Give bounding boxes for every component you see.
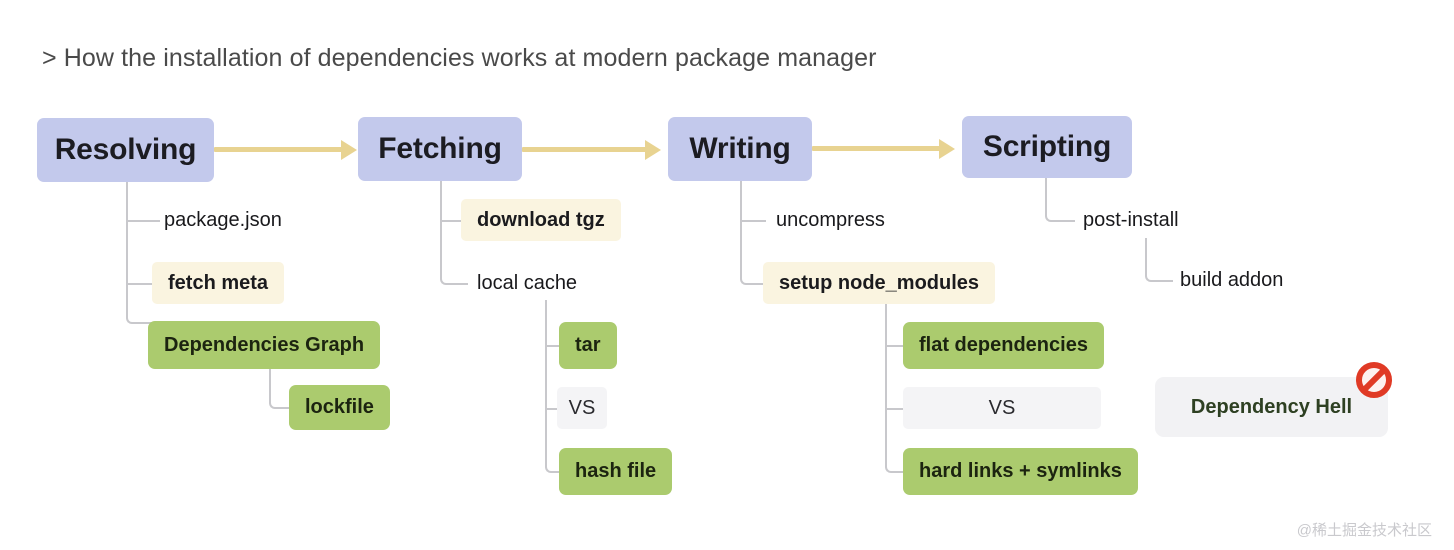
- connector-writing-trunk: [740, 181, 768, 285]
- node-hard-links-symlinks-label: hard links + symlinks: [919, 460, 1122, 482]
- connector-resolving-to-fetch-meta: [126, 283, 160, 285]
- connector-local-cache-trunk: [545, 300, 567, 473]
- connector-fetching-to-download-tgz: [440, 220, 466, 222]
- flow-arrow-resolving-to-fetching-shaft: [214, 147, 342, 152]
- flow-arrow-fetching-to-writing-head: [645, 140, 661, 160]
- connector-scripting-to-post-install: [1045, 178, 1075, 222]
- node-post-install-label: post-install: [1083, 208, 1179, 231]
- node-vs-fetching-label: VS: [568, 396, 596, 419]
- node-uncompress-label: uncompress: [776, 208, 885, 231]
- stage-box-resolving[interactable]: Resolving: [37, 118, 214, 182]
- stage-label-writing: Writing: [689, 132, 791, 165]
- connector-resolving-trunk: [126, 182, 162, 324]
- node-vs-writing-label: VS: [988, 396, 1016, 419]
- node-local-cache-label: local cache: [477, 271, 578, 294]
- node-hard-links-symlinks[interactable]: hard links + symlinks: [903, 448, 1138, 495]
- node-dependencies-graph-label: Dependencies Graph: [164, 333, 365, 356]
- page-title: > How the installation of dependencies w…: [42, 44, 877, 72]
- stage-box-writing[interactable]: Writing: [668, 117, 812, 181]
- node-hash-file[interactable]: hash file: [559, 448, 673, 495]
- stage-label-resolving: Resolving: [54, 133, 197, 166]
- node-dependency-hell[interactable]: Dependency Hell: [1155, 377, 1388, 437]
- connector-post-install-to-build-addon: [1145, 238, 1173, 282]
- node-download-tgz-label: download tgz: [477, 208, 605, 231]
- node-package-json[interactable]: package.json: [164, 205, 282, 235]
- connector-setup-to-flat-dependencies: [885, 345, 905, 347]
- node-dependency-hell-label: Dependency Hell: [1190, 395, 1353, 418]
- connector-dependencies-graph-to-lockfile: [269, 369, 293, 409]
- flow-arrow-writing-to-scripting-shaft: [812, 146, 940, 151]
- node-dependencies-graph[interactable]: Dependencies Graph: [148, 321, 381, 369]
- connector-resolving-to-package-json: [126, 220, 160, 222]
- flow-arrow-resolving-to-fetching-head: [341, 140, 357, 160]
- connector-local-cache-to-tar: [545, 345, 565, 347]
- watermark: @稀土掘金技术社区: [1296, 522, 1432, 539]
- connector-writing-to-uncompress: [740, 220, 766, 222]
- connector-local-cache-to-vs: [545, 408, 565, 410]
- node-post-install[interactable]: post-install: [1083, 205, 1179, 235]
- node-setup-node-modules-label: setup node_modules: [779, 271, 980, 294]
- node-build-addon[interactable]: build addon: [1180, 265, 1283, 295]
- node-lockfile[interactable]: lockfile: [289, 385, 390, 430]
- node-vs-writing[interactable]: VS: [903, 387, 1101, 429]
- node-local-cache[interactable]: local cache: [477, 268, 577, 298]
- stage-label-fetching: Fetching: [378, 132, 502, 165]
- node-tar[interactable]: tar: [559, 322, 617, 369]
- stage-label-scripting: Scripting: [982, 130, 1112, 163]
- stage-box-scripting[interactable]: Scripting: [962, 116, 1132, 178]
- flow-arrow-fetching-to-writing-shaft: [522, 147, 646, 152]
- node-uncompress[interactable]: uncompress: [776, 205, 885, 235]
- node-build-addon-label: build addon: [1180, 268, 1284, 291]
- node-hash-file-label: hash file: [575, 460, 657, 482]
- node-setup-node-modules[interactable]: setup node_modules: [763, 262, 996, 304]
- node-fetch-meta-label: fetch meta: [168, 271, 269, 294]
- node-package-json-label: package.json: [164, 208, 282, 231]
- connector-setup-to-vs: [885, 408, 905, 410]
- node-download-tgz[interactable]: download tgz: [461, 199, 621, 241]
- stage-box-fetching[interactable]: Fetching: [358, 117, 522, 181]
- node-flat-dependencies[interactable]: flat dependencies: [903, 322, 1104, 369]
- flow-arrow-writing-to-scripting-head: [939, 139, 955, 159]
- no-entry-icon: [1356, 362, 1392, 398]
- node-fetch-meta[interactable]: fetch meta: [152, 262, 285, 304]
- node-tar-label: tar: [575, 334, 601, 356]
- node-vs-fetching[interactable]: VS: [557, 387, 607, 429]
- connector-setup-node-modules-trunk: [885, 304, 907, 473]
- connector-fetching-trunk: [440, 181, 468, 285]
- node-lockfile-label: lockfile: [305, 396, 374, 418]
- node-flat-dependencies-label: flat dependencies: [919, 334, 1088, 356]
